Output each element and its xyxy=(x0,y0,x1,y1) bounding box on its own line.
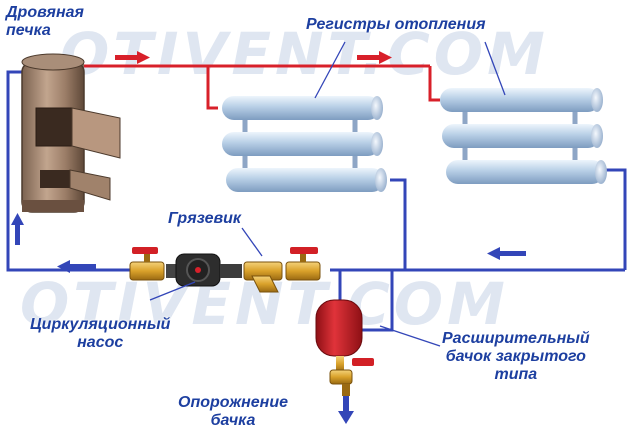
arrow-return-left xyxy=(57,260,96,273)
label-pump-line2: насос xyxy=(77,334,124,351)
arrow-supply-1 xyxy=(115,51,150,64)
circulation-pump xyxy=(166,253,242,287)
wood-stove xyxy=(21,53,121,213)
arrow-supply-2 xyxy=(357,51,392,64)
label-stove-line2: печка xyxy=(6,22,51,39)
label-tank-line1: Расширительный xyxy=(442,330,590,347)
label-strainer: Грязевик xyxy=(168,210,242,227)
arrow-up xyxy=(11,213,24,245)
label-drain-line1: Опорожнение xyxy=(178,394,289,411)
ball-valve-left xyxy=(129,247,165,281)
arrow-return-right xyxy=(487,247,526,260)
label-pump-line1: Циркуляционный xyxy=(30,316,171,333)
label-stove: Дровяная печка xyxy=(6,4,84,40)
register-1 xyxy=(222,96,387,192)
label-registers: Регистры отопления xyxy=(306,16,486,33)
ball-valve-right xyxy=(285,247,321,281)
label-stove-line1: Дровяная xyxy=(6,4,84,21)
label-tank: Расширительный бачок закрытого типа xyxy=(442,330,590,384)
label-tank-line2: бачок закрытого xyxy=(445,348,586,365)
label-drain-line2: бачка xyxy=(210,412,256,429)
leader-lines xyxy=(149,41,506,347)
label-drain: Опорожнение бачка xyxy=(178,394,288,430)
strainer-filter xyxy=(243,261,283,293)
label-pump: Циркуляционный насос xyxy=(30,316,170,352)
flow-arrows xyxy=(11,51,526,424)
arrow-drain xyxy=(338,395,354,424)
label-tank-line3: типа xyxy=(494,366,538,383)
register-2 xyxy=(440,88,607,184)
expansion-tank xyxy=(315,299,374,396)
supply-pipe xyxy=(80,64,440,110)
